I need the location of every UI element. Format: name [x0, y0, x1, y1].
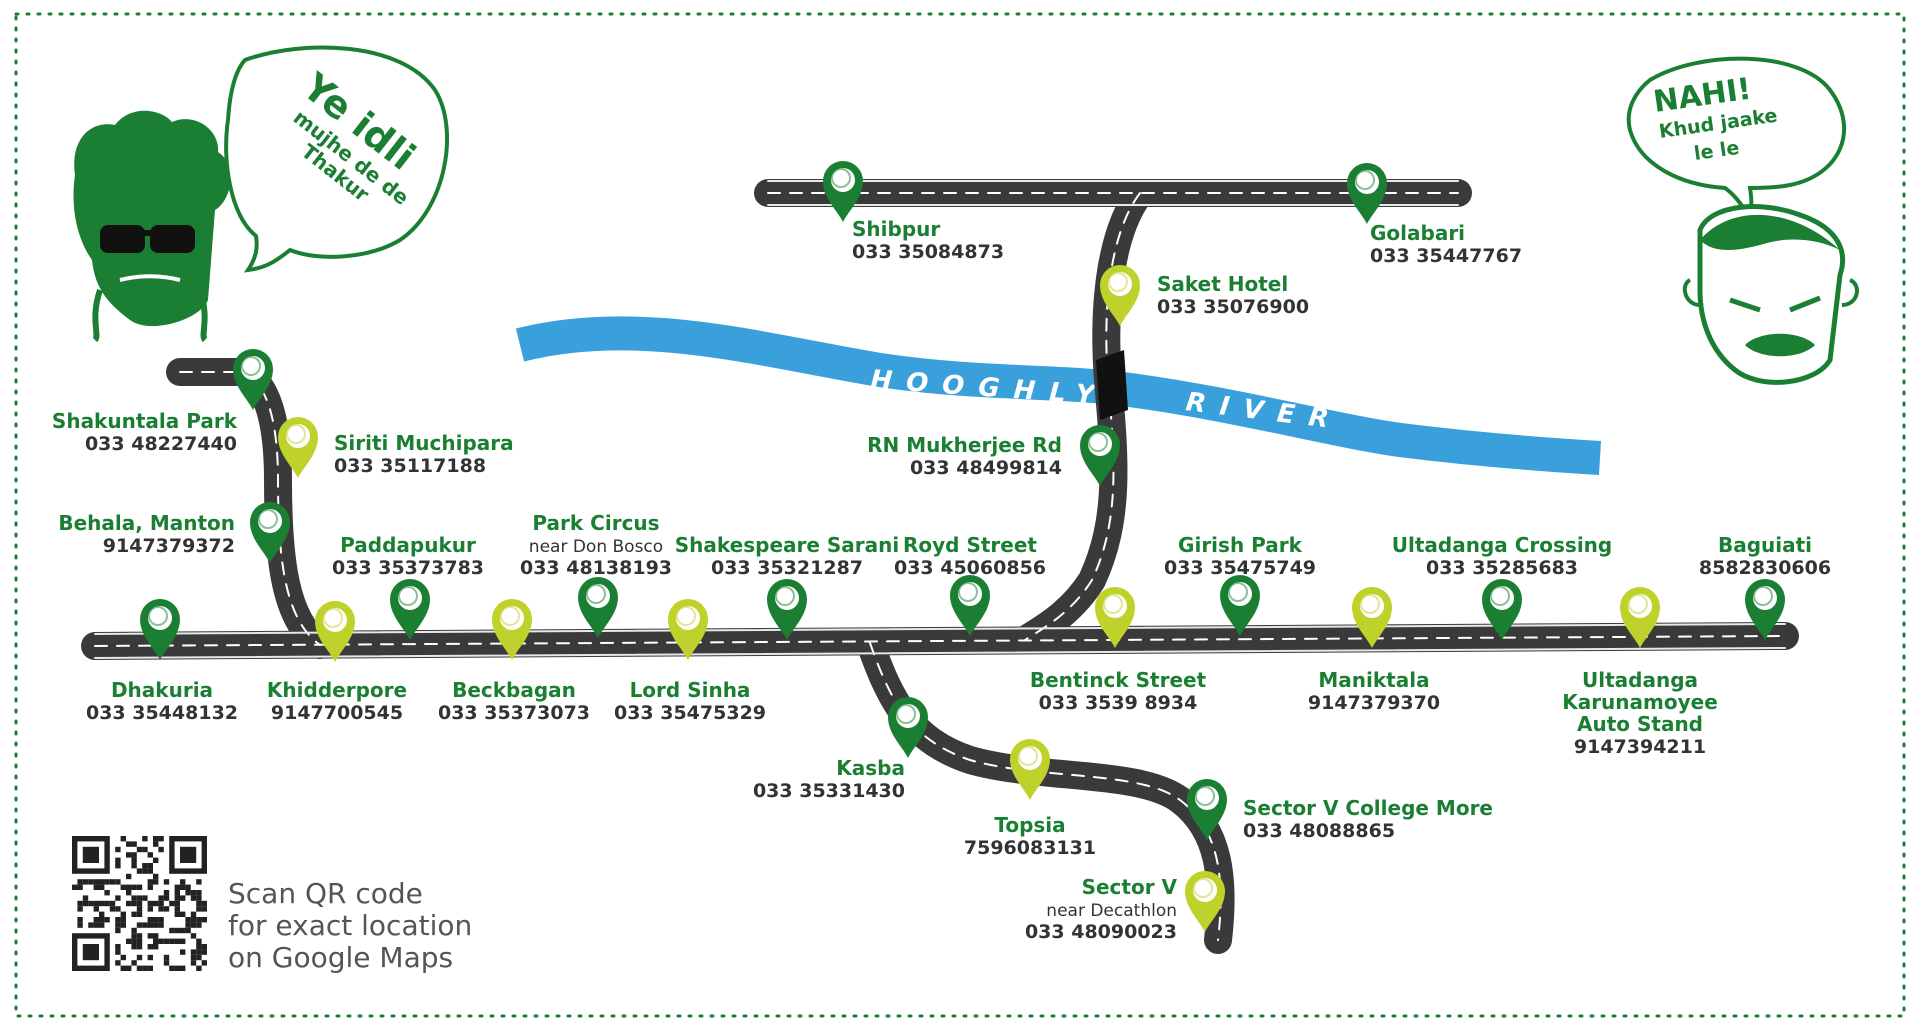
location-name: Bentinck Street	[1030, 668, 1207, 692]
location-name: Paddapukur	[340, 533, 476, 557]
location-name: Behala, Manton	[58, 511, 235, 535]
location-phone: 033 45060856	[894, 557, 1046, 579]
location-phone: 033 48090023	[1025, 921, 1177, 943]
location-note: near Decathlon	[1046, 901, 1177, 921]
location-phone: 9147379372	[103, 535, 235, 557]
location-phone: 033 35321287	[711, 557, 863, 579]
location-phone: 033 35448132	[86, 702, 238, 724]
location-name: Shibpur	[852, 217, 940, 241]
map-pin-icon[interactable]	[1009, 738, 1051, 801]
location-note: near Don Bosco	[529, 537, 663, 557]
location-name: Kasba	[836, 756, 905, 780]
location-phone: 033 35373783	[332, 557, 484, 579]
qr-caption-line3: on Google Maps	[228, 941, 454, 974]
qr-caption: Scan QR code for exact location on Googl…	[228, 878, 472, 974]
bridge	[1096, 350, 1128, 420]
location-phone: 8582830606	[1699, 557, 1831, 579]
location-phone: 9147394211	[1574, 736, 1706, 758]
map-pin-icon[interactable]	[822, 160, 864, 223]
location-name: Sector V College More	[1243, 796, 1493, 820]
location-name: Auto Stand	[1577, 712, 1703, 736]
location-name: RN Mukherjee Rd	[867, 433, 1062, 457]
location-phone: 033 35285683	[1426, 557, 1578, 579]
location-name: Girish Park	[1178, 533, 1303, 557]
dotted-border	[14, 12, 1906, 1018]
location-name: Royd Street	[903, 533, 1037, 557]
location-name: Karunamoyee	[1562, 690, 1718, 714]
map-pin-icon[interactable]	[577, 576, 619, 639]
map-pin-icon[interactable]	[1346, 162, 1388, 225]
location-phone: 7596083131	[964, 837, 1096, 859]
location-name: Saket Hotel	[1157, 272, 1288, 296]
location-name: Golabari	[1370, 221, 1465, 245]
location-phone: 9147700545	[271, 702, 403, 724]
location-name: Shakuntala Park	[52, 409, 238, 433]
location-name: Maniktala	[1318, 668, 1429, 692]
qr-caption-line2: for exact location	[228, 909, 473, 942]
right-speech-bubble: NAHI! Khud jaake le le	[1626, 56, 1847, 219]
location-name: Shakespeare Sarani	[675, 533, 900, 557]
location-phone: 033 35373073	[438, 702, 590, 724]
location-name: Baguiati	[1718, 533, 1812, 557]
location-phone: 033 48499814	[910, 457, 1062, 479]
location-name: Dhakuria	[111, 678, 213, 702]
qr-code[interactable]	[69, 833, 210, 974]
location-phone: 033 35117188	[334, 455, 486, 477]
location-name: Sector V	[1082, 875, 1178, 899]
location-phone: 9147379370	[1308, 692, 1440, 714]
location-name: Siriti Muchipara	[334, 431, 514, 455]
location-phone: 033 35447767	[1370, 245, 1522, 267]
location-phone: 033 35475749	[1164, 557, 1316, 579]
location-phone: 033 35084873	[852, 241, 1004, 263]
location-phone: 033 35076900	[1157, 296, 1309, 318]
left-speech-bubble: Ye idli mujhe de de Thakur	[224, 45, 449, 273]
location-phone: 033 35331430	[753, 780, 905, 802]
location-name: Lord Sinha	[630, 678, 751, 702]
left-character-illustration	[73, 110, 231, 343]
location-name: Khidderpore	[267, 678, 407, 702]
location-name: Ultadanga	[1582, 668, 1698, 692]
location-name: Topsia	[994, 813, 1065, 837]
location-phone: 033 48138193	[520, 557, 672, 579]
location-name: Park Circus	[532, 511, 659, 535]
location-name: Ultadanga Crossing	[1392, 533, 1612, 557]
location-phone: 033 35475329	[614, 702, 766, 724]
location-name: Beckbagan	[452, 678, 576, 702]
qr-caption-line1: Scan QR code	[228, 877, 423, 910]
location-phone: 033 3539 8934	[1039, 692, 1198, 714]
location-phone: 033 48088865	[1243, 820, 1395, 842]
location-phone: 033 48227440	[85, 433, 237, 455]
right-character-illustration	[1682, 204, 1859, 385]
